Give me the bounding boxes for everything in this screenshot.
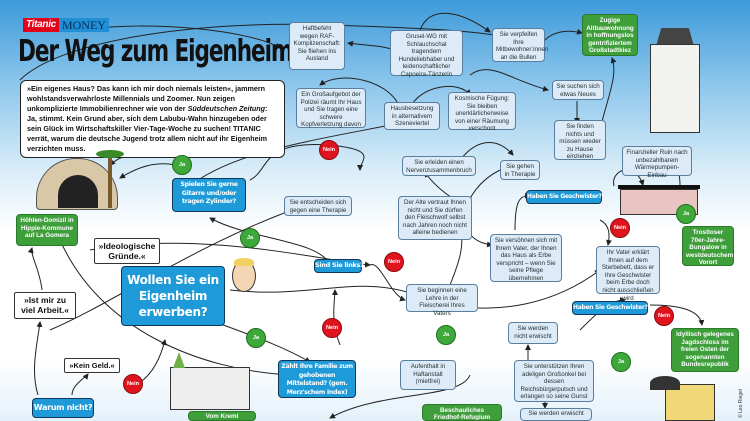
line-arbeit-to-hoehle — [27, 247, 43, 291]
step-versoehnen: Sie versöhnen sich mit Ihrem Vater, der … — [490, 234, 562, 282]
step-gegen-therapie: Sie entscheiden sich gegen eine Therapie — [284, 196, 352, 216]
jagdschloss-illustration — [650, 376, 725, 421]
intro-text-a: »Ein eigenes Haus? Das kann ich mir doch… — [27, 84, 266, 113]
answer-nein: Nein — [610, 218, 630, 238]
step-alte: Der Alte vertraut Ihnen nicht und Sie dü… — [398, 196, 472, 240]
intro-source: Süddeutschen Zeitung — [187, 104, 266, 113]
step-kosmisch: Kosmische Fügung: Sie bleiben unerklärli… — [448, 92, 516, 132]
step-grossonkel: Sie unterstützen Ihren adeligen Großonke… — [514, 360, 594, 402]
titanic-money-logo: Titanic MONEY — [23, 18, 109, 32]
question-start: Wollen Sie ein Eigenheim erwerben? — [121, 266, 225, 326]
kreml-illustration — [165, 352, 255, 410]
question-mittelstand: Zählt Ihre Familie zum gehobenen Mittels… — [278, 360, 356, 398]
intro-text-b: : Ja, stimmt. Kein Grund aber, sich dem … — [27, 104, 268, 153]
quote-geld: »Kein Geld.« — [64, 358, 120, 373]
step-vater-erklaert: Ihr Vater erklärt Ihnen auf dem Sterbebe… — [596, 246, 660, 302]
outcome-jagdschloss: Idyllisch gelegenes Jagdschloss im freie… — [671, 328, 739, 372]
line-warum-to-arbeit — [34, 321, 43, 396]
outcome-bungalow: Trostloser 70er-Jahre-Bungalow in westde… — [682, 226, 734, 266]
answer-nein: Nein — [654, 306, 674, 326]
answer-ja: Ja — [240, 228, 260, 248]
line-haus-to-kosmisch — [409, 85, 471, 109]
question-guitar: Spielen Sie gerne Gitarre und/oder trage… — [172, 178, 246, 212]
intro-text-box: »Ein eigenes Haus? Das kann ich mir doch… — [20, 80, 285, 158]
altbau-house-illustration — [640, 28, 710, 133]
step-nervenzusammenbruch: Sie erleiden einen Nervenzusammenbruch — [402, 156, 476, 176]
step-lehre: Sie beginnen eine Lehre in der Fleischer… — [406, 284, 478, 317]
brand-money: MONEY — [58, 18, 109, 32]
step-therapie: Sie gehen in Therapie — [500, 160, 540, 180]
outcome-friedhof: Beschauliches Friedhof-Refugium — [422, 404, 502, 421]
answer-ja: Ja — [436, 325, 456, 345]
line-cross-2 — [59, 239, 291, 378]
step-erwischt: Sie werden erwischt — [520, 408, 592, 421]
line-wg-to-haftbefehl — [347, 40, 396, 51]
thinking-man-illustration — [228, 258, 258, 298]
answer-nein: Nein — [123, 374, 143, 394]
line-gesch-ja-to-vater — [599, 219, 612, 246]
question-links: Sind Sie links? — [314, 259, 364, 273]
line-ja-to-hoehle — [119, 163, 176, 179]
line-warum-to-geld — [71, 373, 89, 396]
step-hausbesetzung: Hausbesetzung in alternativem Szeneviert… — [384, 102, 440, 130]
line-links-ja-to-guitar — [209, 217, 331, 266]
step-grusel-wg: Grusel-WG mit Schlauchschal tragendem Hu… — [390, 30, 463, 78]
step-ruin: Finanzieller Ruin nach unbezahlbarem Wär… — [622, 146, 692, 179]
cave-illustration — [36, 150, 124, 210]
line-nerven-to-therapie — [459, 142, 514, 161]
outcome-altbau: Zugige Altbauwohnung in hoffnungslos gen… — [582, 14, 638, 56]
answer-ja: Ja — [172, 155, 192, 175]
outcome-kreml: Vom Kreml — [188, 411, 256, 421]
step-etwas-neues: Sie suchen sich etwas Neues — [552, 80, 604, 100]
answer-nein: Nein — [319, 140, 339, 160]
answer-nein: Nein — [384, 252, 404, 272]
step-haftbefehl: Haftbefehl wegen RAF-Komplizenschaft: Si… — [289, 22, 345, 70]
question-warum: Warum nicht? — [32, 398, 94, 418]
step-finden-nichts: Sie finden nichts und müssen wieder zu H… — [554, 120, 606, 160]
step-nicht-erwischt: Sie werden nicht erwischt — [508, 322, 558, 344]
line-haus-to-polizei — [319, 77, 401, 109]
illustrator-credit: © Leo Riegel — [738, 389, 744, 418]
step-polizei: Ein Großaufgebot der Polizei räumt Ihr H… — [296, 88, 366, 128]
outcome-hoehle: Höhlen-Domizil in Hippie-Kommune auf La … — [16, 214, 78, 246]
step-verpfeifen: Sie verpfeifen Ihre Mitbewohner:innen an… — [492, 28, 548, 62]
brand-titanic: Titanic — [23, 18, 59, 32]
page-title: Der Weg zum Eigenheim — [18, 34, 293, 69]
line-wg-to-verpfeifen — [419, 12, 491, 33]
line-haftanstalt-down — [329, 374, 471, 419]
quote-ideologisch: »Ideologische Gründe.« — [94, 238, 160, 264]
answer-ja: Ja — [611, 352, 631, 372]
step-haftanstalt: Aufenthalt in Haftanstalt (mietfrei) — [400, 360, 456, 390]
question-geschwister-2: Haben Sie Geschwister? — [572, 301, 648, 315]
line-gesch2-nein-jagd — [649, 304, 705, 326]
answer-ja: Ja — [246, 328, 266, 348]
question-geschwister-1: Haben Sie Geschwister? — [526, 190, 602, 204]
line-verpfeifen-to-altbau — [544, 28, 583, 41]
line-mittelstand-nein — [331, 289, 341, 346]
line-links-nein-to-lehre — [369, 264, 406, 302]
line-kosmisch-to-neues — [469, 69, 549, 92]
answer-nein: Nein — [322, 318, 342, 338]
answer-ja: Ja — [676, 204, 696, 224]
quote-arbeit: »Ist mir zu viel Arbeit.« — [14, 292, 76, 319]
